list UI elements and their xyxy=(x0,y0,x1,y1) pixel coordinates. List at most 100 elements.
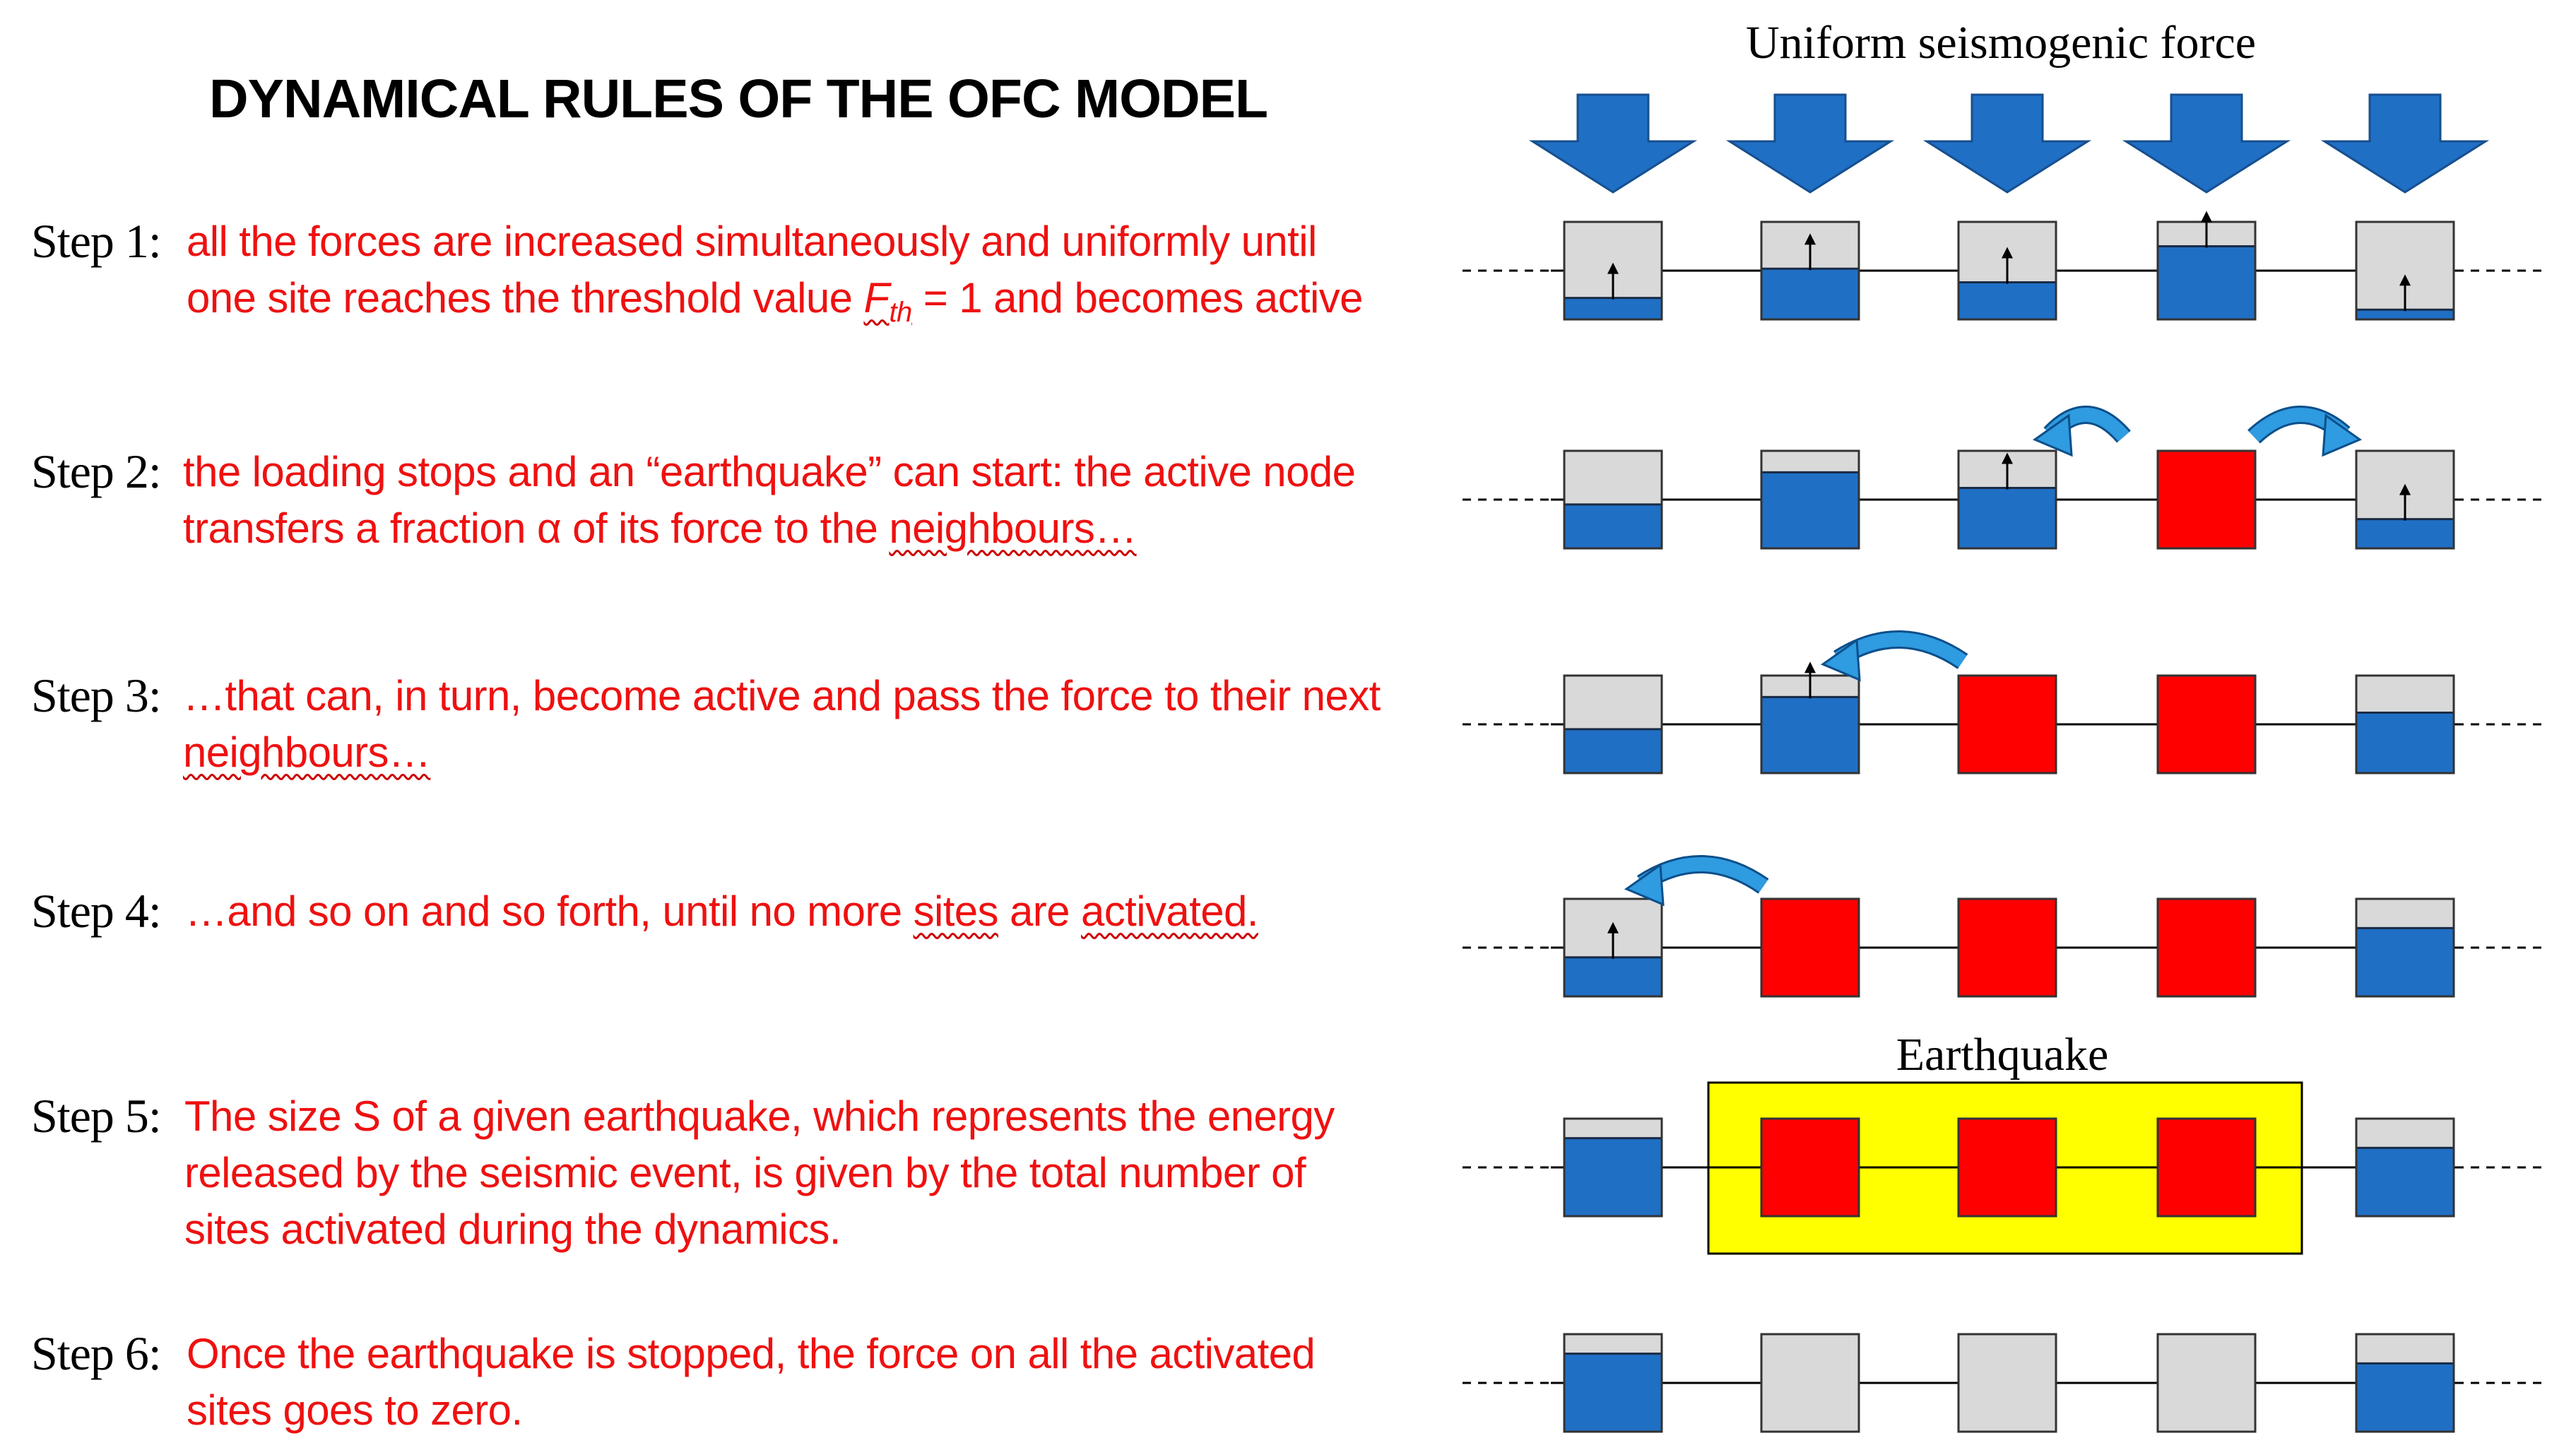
site xyxy=(2355,220,2455,321)
site xyxy=(1957,1333,2057,1433)
step-2: Step 2: the loading stops and an “earthq… xyxy=(0,444,1470,557)
empty-site xyxy=(2156,1333,2257,1433)
up-arrow-head-icon xyxy=(1804,233,1816,245)
step-6-text: Once the earthquake is stopped, the forc… xyxy=(187,1326,1316,1439)
site xyxy=(1563,1117,1663,1218)
site xyxy=(2355,1117,2455,1218)
down-arrow-icon xyxy=(1528,93,1698,194)
spellcheck-word: neighbours… xyxy=(183,729,431,776)
transfer-arrow-head xyxy=(1820,638,1861,682)
spellcheck-word: neighbours… xyxy=(889,505,1137,552)
step-5: Step 5: The size S of a given earthquake… xyxy=(0,1088,1470,1258)
step-2-label: Step 2: xyxy=(31,444,162,498)
up-arrow-head-icon xyxy=(2399,483,2411,495)
site xyxy=(1563,449,1663,550)
step-5-line-1: The size S of a given earthquake, which … xyxy=(184,1092,1335,1140)
site xyxy=(1957,449,2057,550)
step-5-text: The size S of a given earthquake, which … xyxy=(184,1088,1335,1258)
site xyxy=(2355,674,2455,774)
up-arrow-head-icon xyxy=(1804,661,1816,673)
active-site xyxy=(1957,1117,2057,1218)
active-site xyxy=(1957,674,2057,774)
step-1-line-2: one site reaches the threshold value Fth… xyxy=(187,274,1364,328)
step-3-line-2: neighbours… xyxy=(183,724,1381,781)
active-site xyxy=(1760,1117,1860,1218)
step-5-label: Step 5: xyxy=(31,1089,162,1143)
lattice-row-step-5 xyxy=(1463,1117,2543,1218)
site xyxy=(1760,897,1860,998)
spellcheck-word: activated. xyxy=(1081,888,1258,935)
site-force-fill xyxy=(1564,298,1662,319)
step-4-text: …and so on and so forth, until no more s… xyxy=(185,883,1258,940)
site-border xyxy=(2355,897,2455,998)
site-border xyxy=(1957,449,2057,550)
step-6-line-1: Once the earthquake is stopped, the forc… xyxy=(187,1330,1316,1377)
lattice-row-step-1 xyxy=(1463,211,2543,321)
site xyxy=(2355,1333,2455,1433)
step-3-label: Step 3: xyxy=(31,668,162,722)
threshold-symbol: Fth xyxy=(863,274,912,328)
site xyxy=(1957,1117,2057,1218)
site-border xyxy=(1957,220,2057,321)
active-site xyxy=(2156,449,2257,550)
site xyxy=(1760,449,1860,550)
site xyxy=(1563,1333,1663,1433)
uniform-force-label: Uniform seismogenic force xyxy=(1746,17,2256,69)
up-arrow-head-icon xyxy=(2201,211,2212,223)
site xyxy=(2355,449,2455,550)
site-force-fill xyxy=(2356,1148,2454,1216)
transfer-arrow-head xyxy=(2322,413,2363,457)
lattice-row-step-3 xyxy=(1463,661,2543,774)
site xyxy=(1760,1117,1860,1218)
site xyxy=(1563,897,1663,998)
down-arrow-icon xyxy=(2122,93,2291,194)
empty-site xyxy=(1957,1333,2057,1433)
transfer-arrow-head xyxy=(1624,863,1665,907)
site-border xyxy=(2355,1333,2455,1433)
site xyxy=(1957,674,2057,774)
site xyxy=(1563,674,1663,774)
site-force-fill xyxy=(1564,504,1662,548)
site xyxy=(1563,220,1663,321)
step-5-line-2: released by the seismic event, is given … xyxy=(184,1149,1306,1196)
site xyxy=(2355,897,2455,998)
site xyxy=(1760,661,1860,774)
site xyxy=(2156,674,2257,774)
active-site xyxy=(2156,897,2257,998)
step-6: Step 6: Once the earthquake is stopped, … xyxy=(0,1326,1470,1439)
site-force-fill xyxy=(1564,729,1662,773)
site-force-fill xyxy=(1564,1138,1662,1216)
lattice-row-step-2 xyxy=(1463,449,2543,550)
up-arrow-head-icon xyxy=(2002,247,2013,259)
step-3: Step 3: …that can, in turn, become activ… xyxy=(0,668,1470,781)
site-force-fill xyxy=(1958,488,2056,548)
step-3-line-1: …that can, in turn, become active and pa… xyxy=(183,672,1381,719)
site xyxy=(1760,220,1860,321)
step-2-line-2: transfers a fraction α of its force to t… xyxy=(183,505,1137,552)
site-force-fill xyxy=(2158,246,2255,319)
step-1-line-1: all the forces are increased simultaneou… xyxy=(187,218,1317,265)
active-site xyxy=(1760,897,1860,998)
up-arrow-head-icon xyxy=(2399,274,2411,286)
up-arrow-head-icon xyxy=(1607,921,1619,933)
transfer-arrow-icon xyxy=(2032,406,2131,457)
spellcheck-word: sites xyxy=(913,888,999,935)
site xyxy=(2156,1333,2257,1433)
site-border xyxy=(2355,220,2455,321)
site-force-fill xyxy=(1958,282,2056,319)
step-2-line-1: the loading stops and an “earthquake” ca… xyxy=(183,448,1356,495)
site-force-fill xyxy=(1761,472,1859,548)
site-force-fill xyxy=(2356,928,2454,996)
site-border xyxy=(2355,449,2455,550)
up-arrow-head-icon xyxy=(2002,452,2013,464)
transfer-arrow-icon xyxy=(1820,630,1968,682)
site-border xyxy=(1563,1117,1663,1218)
site-border xyxy=(1563,897,1663,998)
site-force-fill xyxy=(2356,1363,2454,1432)
site-border xyxy=(1563,674,1663,774)
site-force-fill xyxy=(2356,712,2454,773)
down-arrow-icon xyxy=(2320,93,2490,194)
site-force-fill xyxy=(1564,1353,1662,1432)
site-border xyxy=(2355,674,2455,774)
